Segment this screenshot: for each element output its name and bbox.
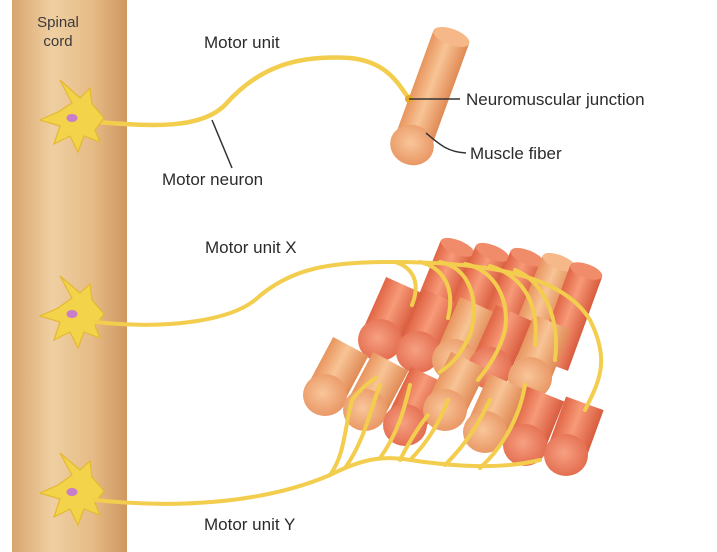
motor-neuron-label: Motor neuron: [162, 170, 263, 189]
muscle-fiber-bundle: [303, 234, 605, 476]
motor-unit-label: Motor unit: [204, 33, 280, 52]
motor-unit-y-label: Motor unit Y: [204, 515, 295, 534]
muscle-fiber-label: Muscle fiber: [470, 144, 562, 163]
motor-unit-x-label: Motor unit X: [205, 238, 297, 257]
motor-neuron-leader: [212, 120, 232, 168]
single-muscle-fiber: [384, 22, 474, 171]
neuromuscular-junction-label: Neuromuscular junction: [466, 90, 645, 109]
spinal-cord-label-line2: cord: [43, 33, 72, 50]
motor-neuron-axon-top: [95, 58, 408, 125]
spinal-cord-label-line1: Spinal: [37, 14, 79, 31]
